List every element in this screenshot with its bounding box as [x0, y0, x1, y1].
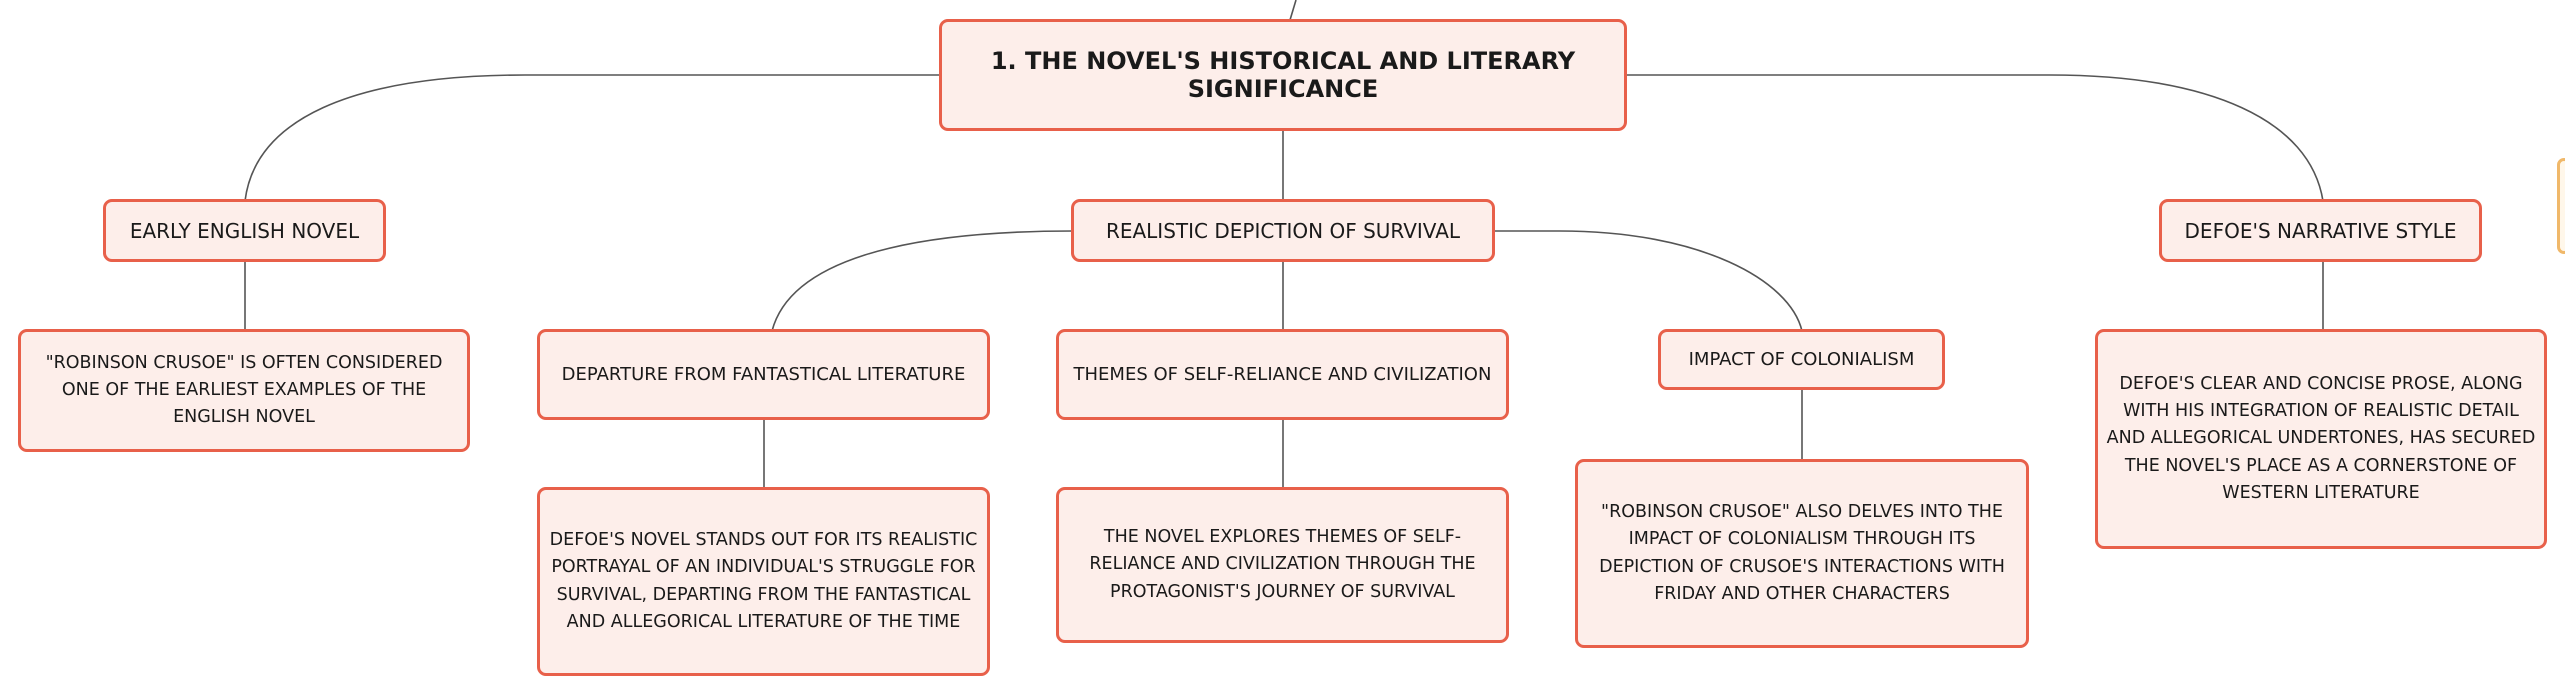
- connector-realistic-to-departure: [771, 230, 1074, 332]
- root-topic-label: 1. THE NOVEL'S HISTORICAL AND LITERARY S…: [990, 47, 1576, 103]
- subtopic-node-departure-from-fantastical-literature[interactable]: DEPARTURE FROM FANTASTICAL LITERATURE: [537, 329, 990, 420]
- branch-node-realistic-depiction-of-survival[interactable]: REALISTIC DEPICTION OF SURVIVAL: [1071, 199, 1495, 262]
- detail-node-departure-from-fantastical[interactable]: DEFOE'S NOVEL STANDS OUT FOR ITS REALIST…: [537, 487, 990, 676]
- branch-label-realistic-depiction-of-survival: REALISTIC DEPICTION OF SURVIVAL: [1105, 218, 1461, 243]
- connector-realistic-to-colonialism: [1493, 230, 1803, 332]
- detail-text-impact-of-colonialism: "ROBINSON CRUSOE" ALSO DELVES INTO THE I…: [1599, 502, 2005, 604]
- branch-node-defoes-narrative-style[interactable]: DEFOE'S NARRATIVE STYLE: [2159, 199, 2482, 262]
- subtopic-node-impact-of-colonialism[interactable]: IMPACT OF COLONIALISM: [1658, 329, 1945, 390]
- subtopic-node-themes-of-self-reliance[interactable]: THEMES OF SELF-RELIANCE AND CIVILIZATION: [1056, 329, 1509, 420]
- detail-node-early-english-novel[interactable]: "ROBINSON CRUSOE" IS OFTEN CONSIDERED ON…: [18, 329, 470, 452]
- detail-node-impact-of-colonialism[interactable]: "ROBINSON CRUSOE" ALSO DELVES INTO THE I…: [1575, 459, 2029, 648]
- detail-text-departure-from-fantastical: DEFOE'S NOVEL STANDS OUT FOR ITS REALIST…: [549, 530, 978, 632]
- subtopic-label-departure-from-fantastical-literature: DEPARTURE FROM FANTASTICAL LITERATURE: [561, 364, 966, 385]
- branch-label-early-english-novel: EARLY ENGLISH NOVEL: [129, 218, 360, 243]
- branch-label-defoes-narrative-style: DEFOE'S NARRATIVE STYLE: [2184, 218, 2457, 243]
- detail-text-defoes-narrative-style: DEFOE'S CLEAR AND CONCISE PROSE, ALONG W…: [2106, 374, 2536, 503]
- offscreen-node-edge[interactable]: [2557, 158, 2565, 254]
- detail-node-defoes-narrative-style[interactable]: DEFOE'S CLEAR AND CONCISE PROSE, ALONG W…: [2095, 329, 2547, 549]
- connector-root-to-early-english-novel: [244, 74, 941, 202]
- subtopic-label-impact-of-colonialism: IMPACT OF COLONIALISM: [1688, 349, 1915, 370]
- connector-parent-to-root: [1289, 0, 1297, 21]
- detail-text-themes-of-self-reliance: THE NOVEL EXPLORES THEMES OF SELF-RELIAN…: [1089, 527, 1476, 602]
- detail-text-early-english-novel: "ROBINSON CRUSOE" IS OFTEN CONSIDERED ON…: [45, 352, 443, 428]
- branch-node-early-english-novel[interactable]: EARLY ENGLISH NOVEL: [103, 199, 386, 262]
- root-topic-node[interactable]: 1. THE NOVEL'S HISTORICAL AND LITERARY S…: [939, 19, 1627, 131]
- subtopic-label-themes-of-self-reliance: THEMES OF SELF-RELIANCE AND CIVILIZATION: [1073, 364, 1492, 385]
- connector-root-to-defoes-narrative-style: [1625, 74, 2324, 202]
- detail-node-themes-of-self-reliance[interactable]: THE NOVEL EXPLORES THEMES OF SELF-RELIAN…: [1056, 487, 1509, 643]
